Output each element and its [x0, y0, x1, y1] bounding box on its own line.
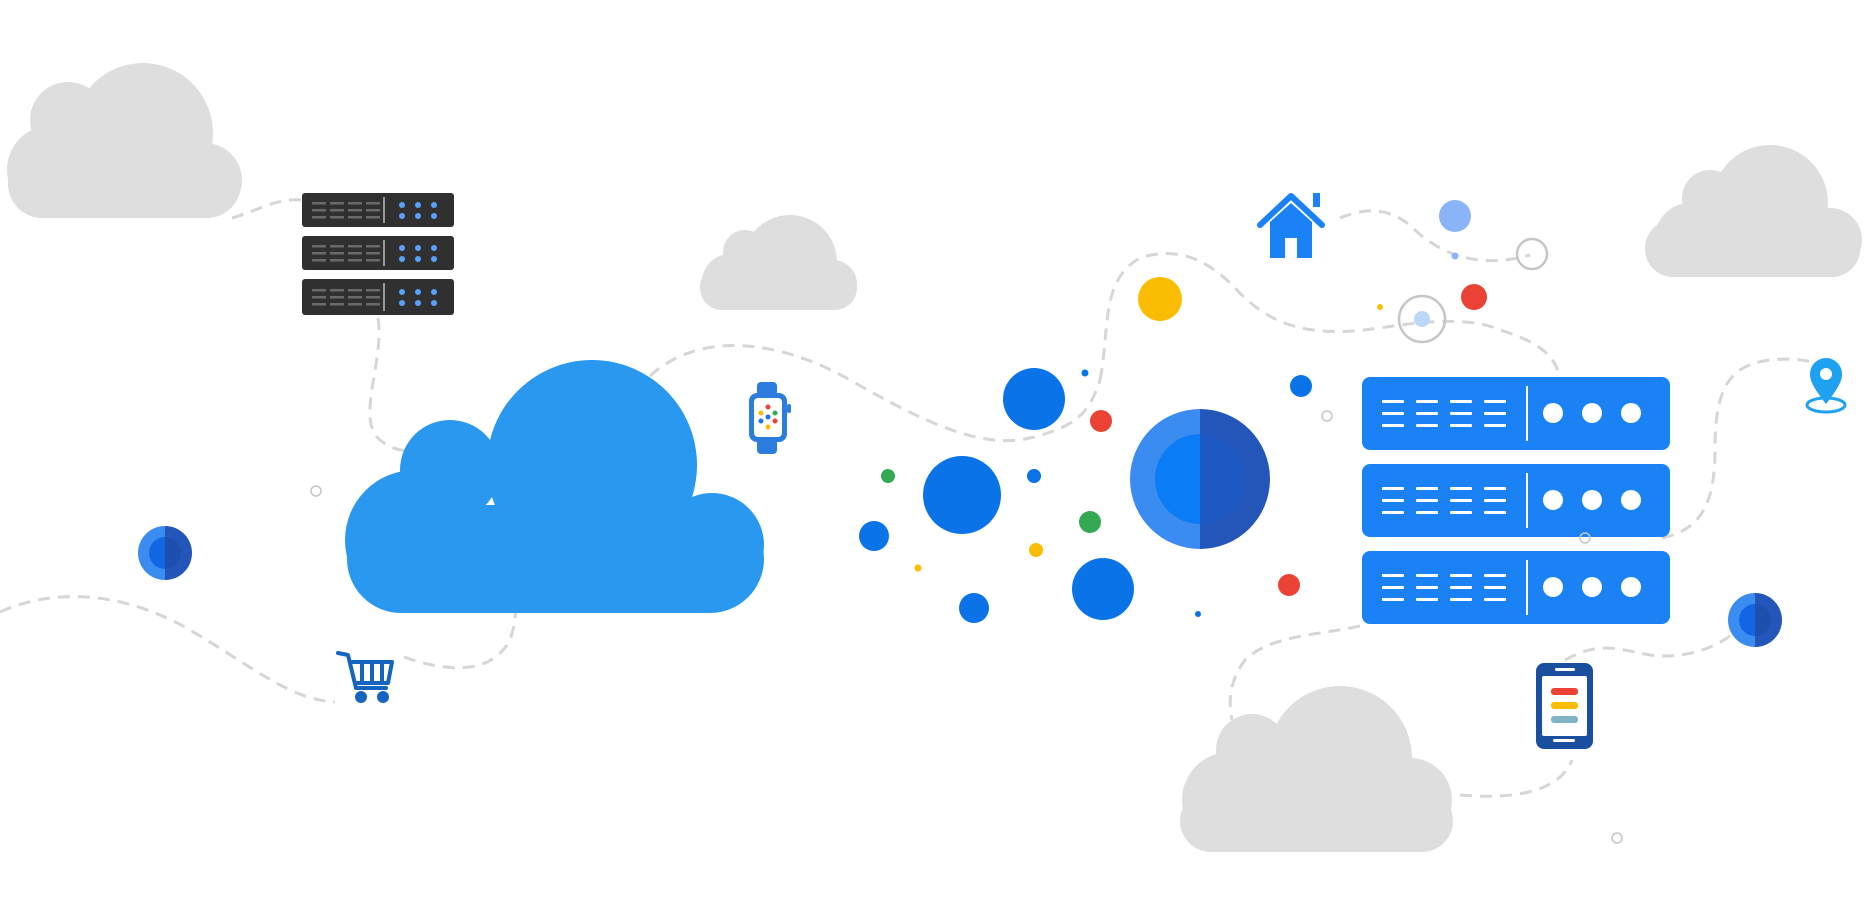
- server-unit: [1362, 464, 1670, 537]
- cloud-icon: [7, 63, 242, 218]
- connector-path: [231, 198, 303, 220]
- ring-core: [1414, 311, 1430, 327]
- connector-path: [1228, 624, 1361, 721]
- main-cloud-icon: [345, 360, 764, 613]
- dot: [881, 469, 895, 483]
- orb: [1728, 593, 1782, 647]
- dot: [923, 456, 1001, 534]
- data-dots: [859, 200, 1487, 623]
- background-clouds: [7, 63, 1862, 852]
- dot: [1439, 200, 1471, 232]
- smartwatch-icon: [749, 382, 791, 454]
- ring-markers: [310, 237, 1623, 844]
- dot: [1079, 511, 1101, 533]
- home-icon: [1257, 193, 1325, 258]
- server-unit: [302, 236, 454, 270]
- connector-path: [648, 344, 1102, 443]
- smartphone-icon: [1536, 663, 1593, 749]
- dot: [1138, 277, 1182, 321]
- server-rack-icon: [302, 193, 454, 315]
- dot: [1029, 543, 1043, 557]
- server-unit: [1362, 377, 1670, 450]
- server-unit: [1362, 551, 1670, 624]
- dot: [1461, 284, 1487, 310]
- shopping-cart-icon: [336, 651, 394, 703]
- ring: [1397, 294, 1447, 344]
- cloud-icon: [1180, 686, 1453, 852]
- location-pin-icon: [1805, 358, 1847, 414]
- orb: [1130, 409, 1270, 549]
- dot: [1195, 611, 1201, 617]
- server-rack-icon: [1362, 377, 1670, 624]
- dot: [1290, 375, 1312, 397]
- dot: [1451, 252, 1459, 260]
- connector-path: [1098, 252, 1564, 381]
- dot: [1377, 304, 1383, 310]
- ring: [1579, 532, 1591, 544]
- dot: [859, 521, 889, 551]
- connector-path: [1661, 357, 1813, 540]
- dot: [959, 593, 989, 623]
- dot: [1081, 369, 1089, 377]
- connector-path: [1339, 209, 1531, 263]
- dot: [1003, 368, 1065, 430]
- connector-path: [0, 595, 336, 704]
- dot: [1027, 469, 1041, 483]
- dot: [1278, 574, 1300, 596]
- dot: [1072, 558, 1134, 620]
- ring: [1515, 237, 1549, 271]
- server-unit: [302, 279, 454, 315]
- connector-paths: [0, 198, 1813, 798]
- cloud-icon: [700, 215, 857, 310]
- ring: [1321, 410, 1333, 422]
- connector-path: [1459, 759, 1574, 798]
- split-orbs: [138, 409, 1782, 647]
- dot: [914, 564, 922, 572]
- cloud-icon: [1645, 145, 1862, 277]
- server-unit: [302, 193, 454, 227]
- ring: [310, 485, 322, 497]
- connector-path: [1564, 628, 1739, 662]
- ring: [1611, 832, 1623, 844]
- connector-path: [368, 317, 419, 452]
- connector-path: [403, 607, 517, 670]
- orb: [138, 526, 192, 580]
- dot: [1090, 410, 1112, 432]
